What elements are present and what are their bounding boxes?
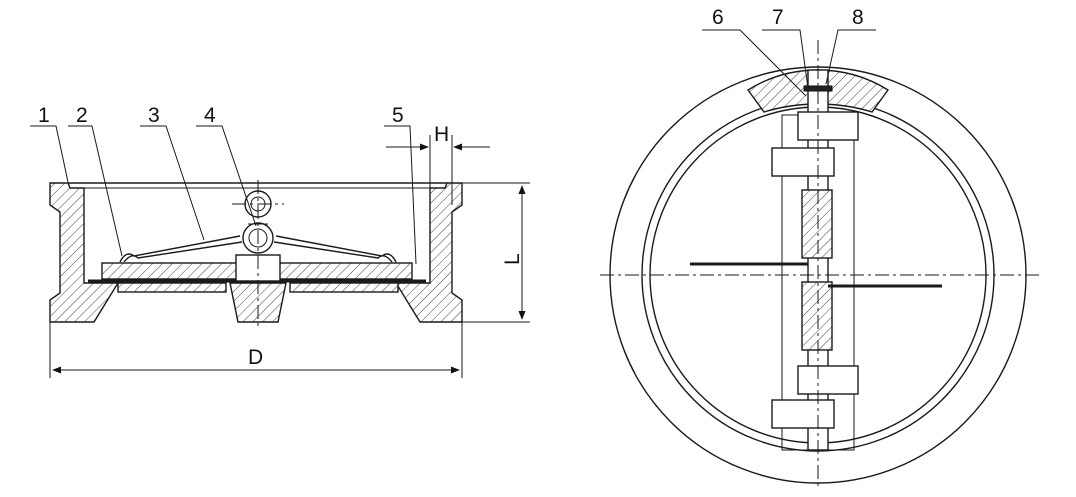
callout-7: 7 [772,6,784,29]
valve-body-left [49,182,120,323]
callout-3: 3 [148,104,160,127]
callout-8: 8 [852,6,864,29]
dimension-h-label: H [434,123,449,146]
dimension-l-label: L [501,253,524,265]
side-section-view [30,125,530,378]
callout-2: 2 [76,104,88,127]
spring-upper [801,189,833,259]
callout-4: 4 [204,104,216,127]
callout-5: 5 [392,104,404,127]
callout-6: 6 [712,6,724,29]
central-hub [229,282,287,323]
spring-arm-left [119,235,243,263]
valve-body-right [394,182,463,323]
front-view [600,29,1040,490]
spring-arm-right [273,235,397,263]
spring-lower [801,281,833,351]
callout-1: 1 [38,104,50,127]
dimension-d-label: D [248,346,263,369]
